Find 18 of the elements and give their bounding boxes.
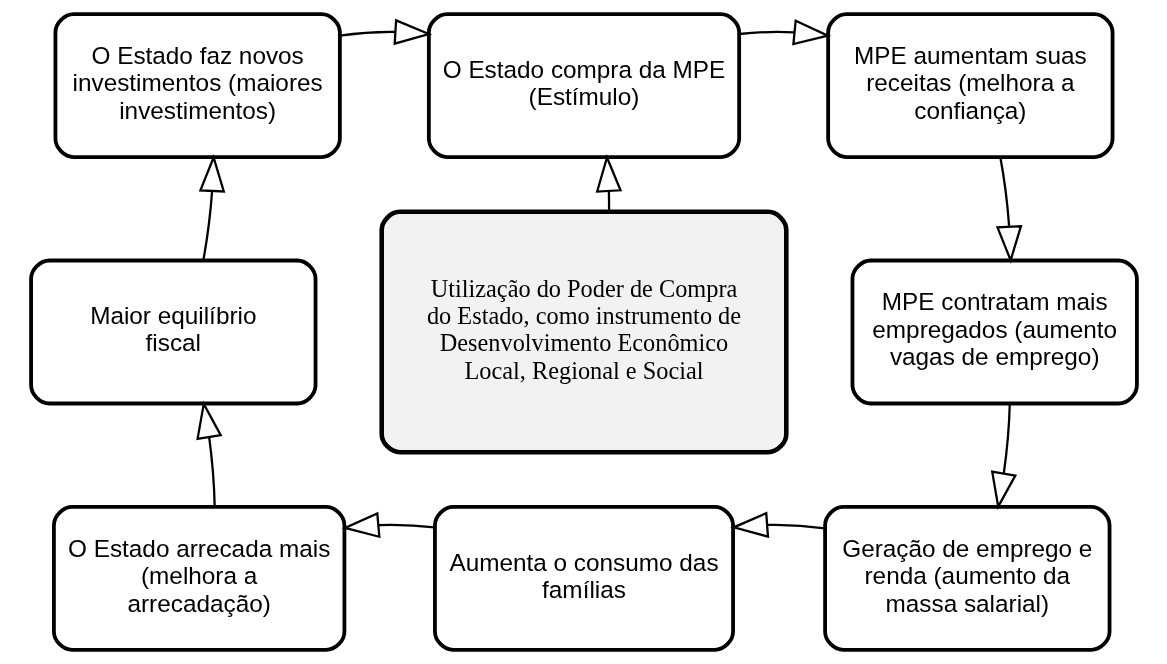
node-box: Utilização do Poder de Compra do Estado, como instrumento de Desenvolvimento Econômico Local, Regional e Social — [378, 209, 789, 455]
arrow — [738, 19, 831, 46]
arrow — [198, 154, 225, 261]
arrow — [595, 154, 622, 212]
node-box: Maior equilíbrio fiscal — [28, 258, 317, 406]
arrow — [995, 157, 1022, 264]
node-box: Geração de emprego e renda (aumento da massa salarial) — [822, 505, 1111, 652]
arrow — [990, 403, 1017, 511]
node-box: MPE contratam mais empregados (aumento vagas de emprego) — [850, 258, 1139, 406]
node-box: O Estado compra da MPE (Estímulo) — [426, 12, 741, 159]
node-box: MPE aumentam suas receitas (melhora a confiança) — [825, 12, 1114, 159]
node-box: Aumenta o consumo das famílias — [432, 505, 735, 652]
arrow — [341, 511, 435, 539]
arrow — [339, 18, 432, 46]
arrow — [729, 511, 825, 539]
arrow — [195, 400, 222, 507]
node-box: O Estado faz novos investimentos (maiores investimentos) — [53, 12, 342, 159]
node-box: O Estado arrecada mais (melhora a arrecadação) — [51, 505, 346, 652]
